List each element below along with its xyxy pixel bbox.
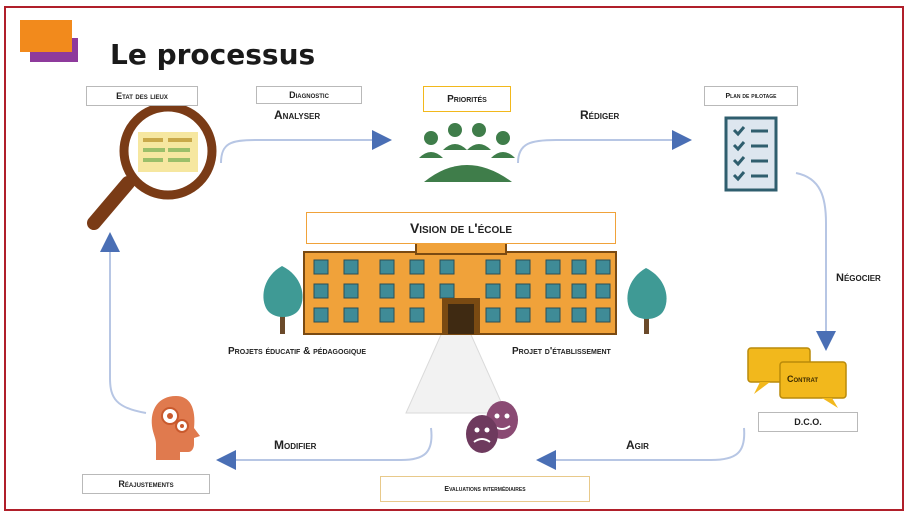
building-window (379, 259, 395, 275)
checklist-icon (724, 116, 778, 192)
label-agir: Agir (626, 438, 649, 452)
building-window (515, 283, 531, 299)
label-reajustements: Réajustements (82, 474, 210, 494)
building-window (545, 283, 561, 299)
building-window (515, 307, 531, 323)
label-vision: Vision de l'école (306, 212, 616, 244)
label-dco: D.C.O. (758, 412, 858, 432)
arrow-reajuster (100, 232, 147, 414)
building-window (571, 307, 587, 323)
building-window (595, 307, 611, 323)
building-window (379, 307, 395, 323)
label-rediger: Rédiger (580, 108, 620, 122)
label-projet-etablissement: Projet d'établissement (512, 346, 611, 357)
label-negocier: Négocier (836, 272, 881, 284)
arrow-analyser (220, 130, 392, 164)
label-contrat: Contrat (787, 374, 819, 384)
building-window (439, 259, 455, 275)
magnifier-icon (87, 102, 217, 230)
label-etat-des-lieux: Etat des lieux (86, 86, 198, 106)
theater-masks-icon (458, 398, 528, 458)
arrow-modifier (216, 427, 433, 470)
group-icon (419, 123, 515, 182)
building-window (545, 259, 561, 275)
building-window (571, 283, 587, 299)
page-title: Le processus (110, 38, 316, 71)
building-window (571, 259, 587, 275)
head-gears-icon (146, 394, 206, 462)
building-window (485, 259, 501, 275)
building-window (313, 283, 329, 299)
label-modifier: Modifier (274, 438, 317, 452)
label-plan-de-pilotage: Plan de pilotage (704, 86, 798, 106)
building-window (409, 283, 425, 299)
school-building-icon (303, 239, 617, 335)
label-analyser: Analyser (274, 108, 321, 122)
building-window (313, 259, 329, 275)
building-window (343, 307, 359, 323)
label-evaluations: Evaluations intermédiaires (380, 476, 590, 502)
label-priorites: Priorités (423, 86, 511, 112)
diagram-frame: Le processus (4, 6, 904, 511)
building-window (409, 259, 425, 275)
building-window (485, 307, 501, 323)
diagram-graphics (87, 102, 847, 470)
logo-squares (20, 20, 80, 64)
building-window (439, 283, 455, 299)
building-window (343, 259, 359, 275)
building-window (485, 283, 501, 299)
building-window (409, 307, 425, 323)
speech-bubbles-icon (747, 347, 847, 408)
arrow-rediger (517, 130, 692, 164)
building-window (595, 259, 611, 275)
building-window (313, 307, 329, 323)
label-diagnostic: Diagnostic (256, 86, 362, 104)
building-window (545, 307, 561, 323)
building-window (515, 259, 531, 275)
tree-icon (263, 266, 303, 334)
arrow-negocier (795, 172, 836, 351)
building-window (379, 283, 395, 299)
building-window (595, 283, 611, 299)
label-projets-educatif: Projets éducatif & pédagogique (228, 346, 366, 357)
building-window (343, 283, 359, 299)
arrow-agir (536, 427, 746, 470)
tree-icon (627, 268, 667, 334)
